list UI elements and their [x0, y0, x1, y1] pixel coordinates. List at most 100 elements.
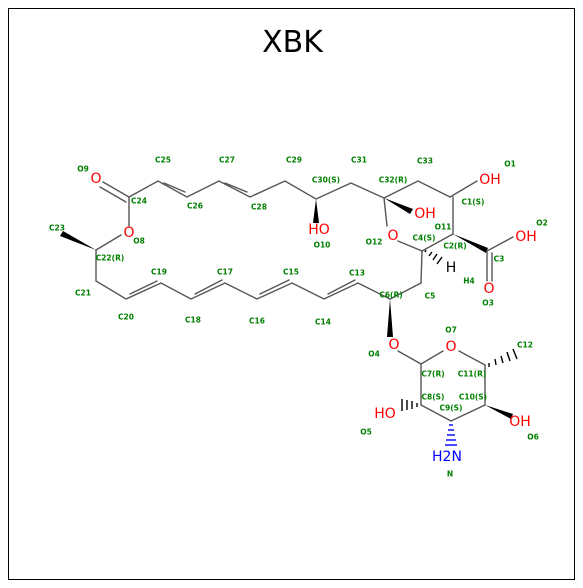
annot-c11: C11(R)	[458, 370, 487, 379]
annot-c14: C14	[315, 318, 331, 327]
bond-c8-o5-hash	[401, 399, 418, 411]
atom-o6-label: OH	[509, 414, 531, 430]
annot-c16: C16	[249, 317, 265, 326]
annot-c10: C10(S)	[459, 393, 487, 402]
annot-c3: C3	[494, 255, 505, 264]
bond-c11-c12-hash	[488, 348, 518, 367]
bond-c6-o4-wedge	[387, 299, 393, 337]
annot-c31: C31	[351, 156, 367, 165]
annot-c24: C24	[131, 197, 147, 206]
bond-c9-c10	[450, 404, 486, 422]
bond-c30-o10-wedge	[313, 199, 319, 223]
bond-c1-o1	[449, 180, 478, 198]
bond-o7-c11	[458, 350, 486, 366]
atom-h4-label: H	[446, 260, 457, 276]
annot-c30: C30(S)	[312, 176, 340, 185]
annot-o7: O7	[445, 326, 457, 335]
atom-o5-label: HO	[374, 406, 396, 422]
atom-n-label: H2N	[432, 449, 462, 465]
bond-c19-c20-double	[129, 280, 158, 295]
bond-o4-c7	[397, 350, 422, 365]
annot-c28: C28	[251, 203, 267, 212]
atom-o1-label: OH	[479, 172, 501, 188]
bond-c25-c26-double	[163, 182, 186, 193]
atom-o12-label: O	[387, 228, 398, 244]
annot-c26: C26	[187, 202, 203, 211]
annot-c6: C6(R)	[379, 291, 402, 300]
atom-o3-label: O	[483, 281, 494, 297]
annot-c1: C1(S)	[462, 198, 485, 207]
annot-c32: C32(R)	[379, 176, 408, 185]
atom-o2-label: OH	[515, 229, 537, 245]
bond-c4-c2	[421, 233, 454, 252]
annot-o4: O4	[368, 350, 380, 359]
bond-upper-chain	[128, 180, 451, 200]
annot-c4: C4(S)	[413, 234, 436, 243]
bond-c8-c9	[420, 404, 452, 422]
annot-c21: C21	[75, 289, 91, 298]
annot-o6: O6	[527, 433, 539, 442]
bond-c4-h4-hash	[424, 249, 443, 265]
annot-c17: C17	[217, 268, 233, 277]
annot-c29: C29	[286, 156, 302, 165]
atom-labels: O O HO OH O OH OH O H O O HO OH H2N	[90, 171, 536, 465]
annot-c23: C23	[49, 224, 65, 233]
molecule-title: XBK	[262, 25, 323, 60]
bond-c7-o7	[420, 350, 444, 365]
bond-c2-c3-wedge	[453, 234, 488, 253]
annot-c12: C12	[517, 341, 533, 350]
annot-c7: C7(R)	[421, 370, 444, 379]
bond-c3-o2	[486, 236, 514, 252]
annot-o5: O5	[360, 428, 372, 437]
bond-c24-o9-double	[99, 186, 127, 203]
bond-c9-n-hash	[445, 424, 457, 446]
bond-c13-c14-double	[327, 279, 356, 295]
bond-c24-o9	[102, 181, 130, 198]
annot-c9: C9(S)	[440, 404, 463, 413]
annot-o10: O10	[314, 241, 331, 250]
bonds	[60, 180, 518, 446]
atom-o4-label: O	[388, 337, 399, 353]
bond-c17-c18-double	[194, 279, 223, 295]
bond-c27-c28-double	[224, 182, 248, 193]
annot-c5: C5	[425, 292, 436, 301]
annot-c25: C25	[155, 156, 171, 165]
annot-o12: O12	[366, 238, 383, 247]
bond-c4-c5	[420, 250, 423, 284]
annot-c27: C27	[219, 156, 235, 165]
bond-c15-c16-double	[259, 279, 290, 295]
annot-c8: C8(S)	[422, 393, 445, 402]
atom-o9-label: O	[90, 171, 101, 187]
annot-h4: H4	[463, 277, 475, 286]
atom-o10-label: HO	[308, 222, 330, 238]
annot-o2: O2	[536, 219, 548, 228]
atom-annotations: O9 C25 C27 C29 C30(S) C31 C32(R) C33 O1 …	[49, 156, 548, 479]
annot-o11: O11	[435, 223, 452, 232]
annot-o8: O8	[133, 237, 145, 246]
atom-o8-label: O	[123, 225, 134, 241]
bond-lower-chain	[95, 249, 391, 300]
annot-o3: O3	[482, 299, 494, 308]
annot-c13: C13	[349, 269, 365, 278]
annot-c19: C19	[151, 268, 167, 277]
bond-o8-c22	[95, 234, 122, 251]
annot-o1: O1	[504, 160, 516, 169]
molecule-structure: O O HO OH O OH OH O H O O HO OH H2N O9 C…	[49, 156, 548, 479]
bond-c5-c6	[389, 282, 422, 300]
annot-c33: C33	[417, 157, 433, 166]
annot-c2: C2(R)	[443, 242, 466, 251]
bond-c22-c23-wedge	[60, 231, 96, 250]
bond-c32-o11-wedge	[384, 198, 413, 214]
atom-o11-label: OH	[414, 206, 436, 222]
atom-o7-label: O	[445, 339, 456, 355]
annot-c20: C20	[118, 313, 134, 322]
annot-c18: C18	[185, 316, 201, 325]
canvas-frame: XBK	[8, 8, 575, 580]
annot-o9: O9	[77, 165, 89, 174]
annot-c22: C22(R)	[96, 254, 125, 263]
bond-c10-o6-wedge	[485, 405, 513, 419]
bond-c32-o12	[383, 197, 388, 227]
bond-o12-c4	[397, 240, 423, 252]
annot-n: N	[447, 470, 453, 479]
annot-c15: C15	[283, 268, 299, 277]
